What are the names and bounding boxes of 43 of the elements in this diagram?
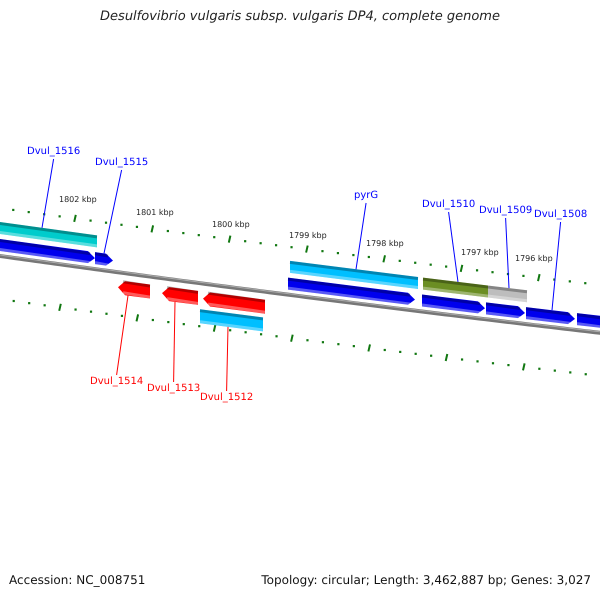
scale-label: 1802 kbp — [59, 195, 97, 204]
gene-label: Dvul_1513 — [147, 383, 200, 395]
scale-label: 1799 kbp — [289, 231, 327, 240]
gene-feature — [203, 292, 266, 314]
leader-line — [42, 158, 54, 228]
leader-line — [448, 212, 458, 282]
gene-label: Dvul_1509 — [479, 205, 532, 217]
gene-feature — [118, 280, 150, 299]
leader-line — [173, 301, 176, 382]
gene-label: Dvul_1508 — [534, 209, 588, 221]
gene-feature — [526, 307, 575, 325]
scale-label: 1797 kbp — [461, 248, 499, 257]
leader-line — [552, 222, 562, 311]
gene-label: Dvul_1516 — [27, 146, 80, 158]
gene-feature — [290, 260, 418, 290]
gene-label: Dvul_1510 — [422, 199, 476, 211]
gene-feature — [422, 294, 485, 314]
gene-feature — [200, 309, 264, 332]
gene-feature — [488, 286, 528, 302]
leader-line — [356, 202, 367, 270]
genome-info-text: Topology: circular; Length: 3,462,887 bp; Genes: 3,027 — [261, 573, 591, 587]
scale-label: 1800 kbp — [212, 220, 250, 229]
scale-label: 1798 kbp — [366, 239, 404, 248]
gene-feature — [486, 302, 525, 319]
gene-feature — [0, 238, 95, 264]
leader-line — [505, 218, 510, 289]
gene-feature — [576, 313, 600, 329]
scale-label: 1796 kbp — [515, 254, 553, 263]
gene-feature — [422, 278, 488, 298]
gene-feature — [0, 222, 98, 248]
gene-feature — [94, 252, 113, 267]
title: Desulfovibrio vulgaris subsp. vulgaris DP4, complete genome — [99, 9, 501, 24]
accession-text: Accession: NC_008751 — [9, 573, 146, 587]
gene-label: Dvul_1512 — [200, 392, 254, 404]
gene-feature — [162, 286, 198, 305]
leader-line — [104, 170, 122, 254]
gene-label: Dvul_1515 — [95, 157, 148, 169]
gene-label: pyrG — [354, 190, 378, 202]
gene-label: Dvul_1514 — [90, 376, 144, 388]
leader-line — [226, 326, 228, 392]
gene-feature — [288, 278, 415, 306]
scale-label: 1801 kbp — [136, 208, 174, 217]
leader-line — [116, 295, 128, 376]
